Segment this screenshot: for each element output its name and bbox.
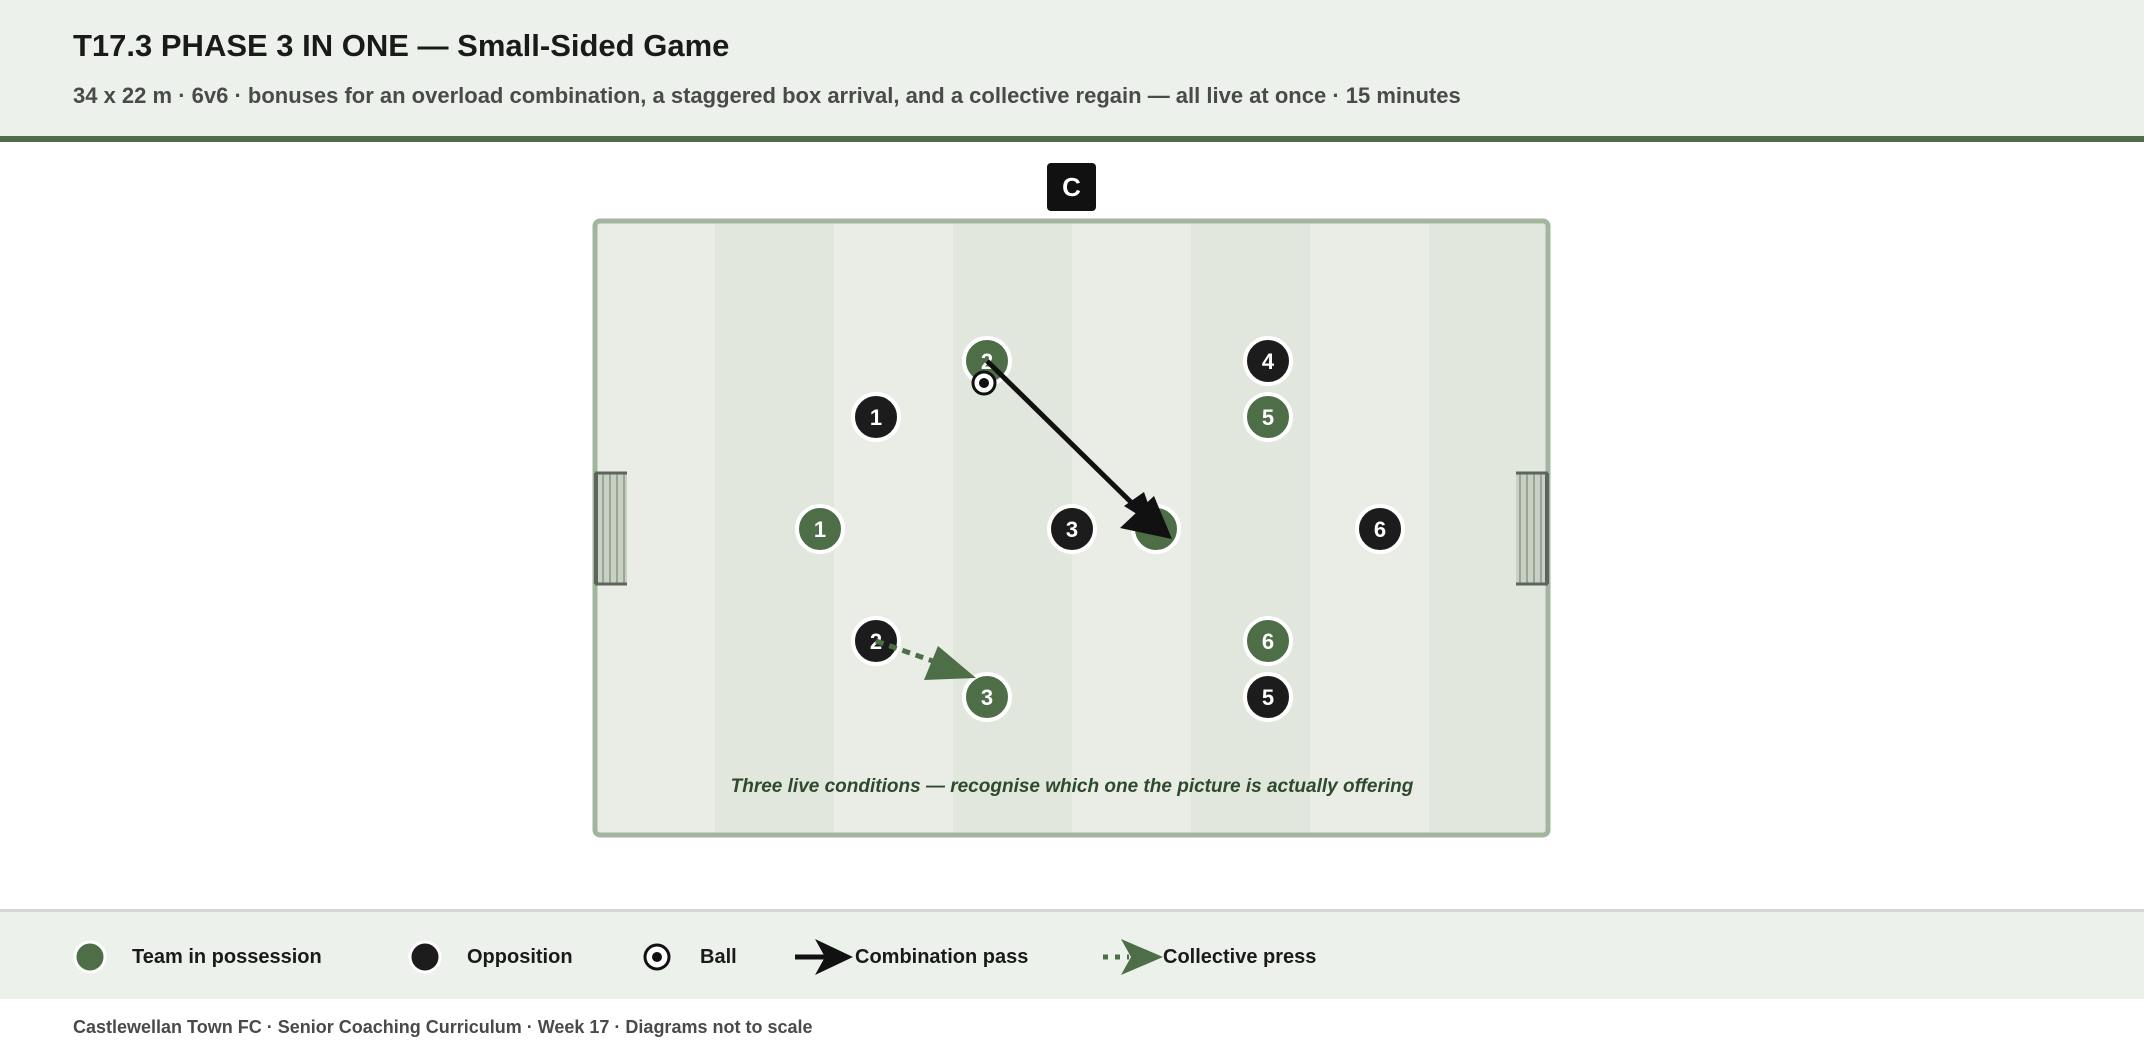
opposition-player-number: 3 xyxy=(1066,517,1078,542)
team-player-number: 6 xyxy=(1262,629,1274,654)
opposition-dot-icon xyxy=(408,940,442,974)
legend-item-opposition: Opposition xyxy=(408,912,573,1002)
header: T17.3 PHASE 3 IN ONE — Small-Sided Game … xyxy=(0,0,2144,142)
legend-label-press: Collective press xyxy=(1163,945,1317,968)
page-subtitle: 34 x 22 m · 6v6 · bonuses for an overloa… xyxy=(73,83,1461,108)
team-player: 3 xyxy=(962,672,1012,722)
team-player: 1 xyxy=(795,504,845,554)
legend-label-team: Team in possession xyxy=(132,945,322,968)
legend-label-opposition: Opposition xyxy=(467,945,573,968)
opposition-player-number: 1 xyxy=(870,405,882,430)
collective-press-arrow xyxy=(875,638,976,680)
opposition-player-number: 5 xyxy=(1262,685,1274,710)
goal-right xyxy=(1516,471,1549,586)
coach-marker: C xyxy=(1047,163,1096,211)
footer: Castlewellan Town FC · Senior Coaching C… xyxy=(73,1017,813,1037)
team-player-number: 5 xyxy=(1262,405,1274,430)
pitch-diagram: C xyxy=(0,148,2144,908)
team-player-number: 1 xyxy=(814,517,826,542)
opposition-player: 1 xyxy=(851,392,901,442)
ball-icon xyxy=(971,370,997,396)
page-title: T17.3 PHASE 3 IN ONE — Small-Sided Game xyxy=(73,28,730,63)
diagram-note: Three live conditions — recognise which … xyxy=(731,776,1414,797)
team-player: 6 xyxy=(1243,616,1293,666)
opposition-player-number: 6 xyxy=(1374,517,1386,542)
legend-item-pass: Combination pass xyxy=(793,912,1028,1002)
pass-arrow-icon xyxy=(795,939,853,975)
team-player-number: 3 xyxy=(981,685,993,710)
legend: Team in possession Opposition Ball Combi… xyxy=(0,909,2144,999)
legend-item-team: Team in possession xyxy=(73,912,322,1002)
legend-label-ball: Ball xyxy=(700,945,737,968)
coach-label: C xyxy=(1062,172,1081,202)
team-dot-icon xyxy=(73,940,107,974)
opposition-player: 4 xyxy=(1243,336,1293,386)
opposition-player: 3 xyxy=(1047,504,1097,554)
pitch-svg: C xyxy=(592,163,1551,838)
opposition-player: 5 xyxy=(1243,672,1293,722)
press-arrow-icon xyxy=(1103,939,1163,975)
pitch-stripe xyxy=(1191,221,1310,835)
combination-pass-arrow xyxy=(985,359,1172,539)
legend-item-press: Collective press xyxy=(1101,912,1316,1002)
team-player: 5 xyxy=(1243,392,1293,442)
ball-icon xyxy=(643,943,671,971)
legend-label-pass: Combination pass xyxy=(855,945,1029,968)
opposition-player-number: 4 xyxy=(1262,349,1275,374)
opposition-player: 6 xyxy=(1355,504,1405,554)
goal-left xyxy=(594,471,627,586)
legend-item-ball: Ball xyxy=(641,912,737,1002)
